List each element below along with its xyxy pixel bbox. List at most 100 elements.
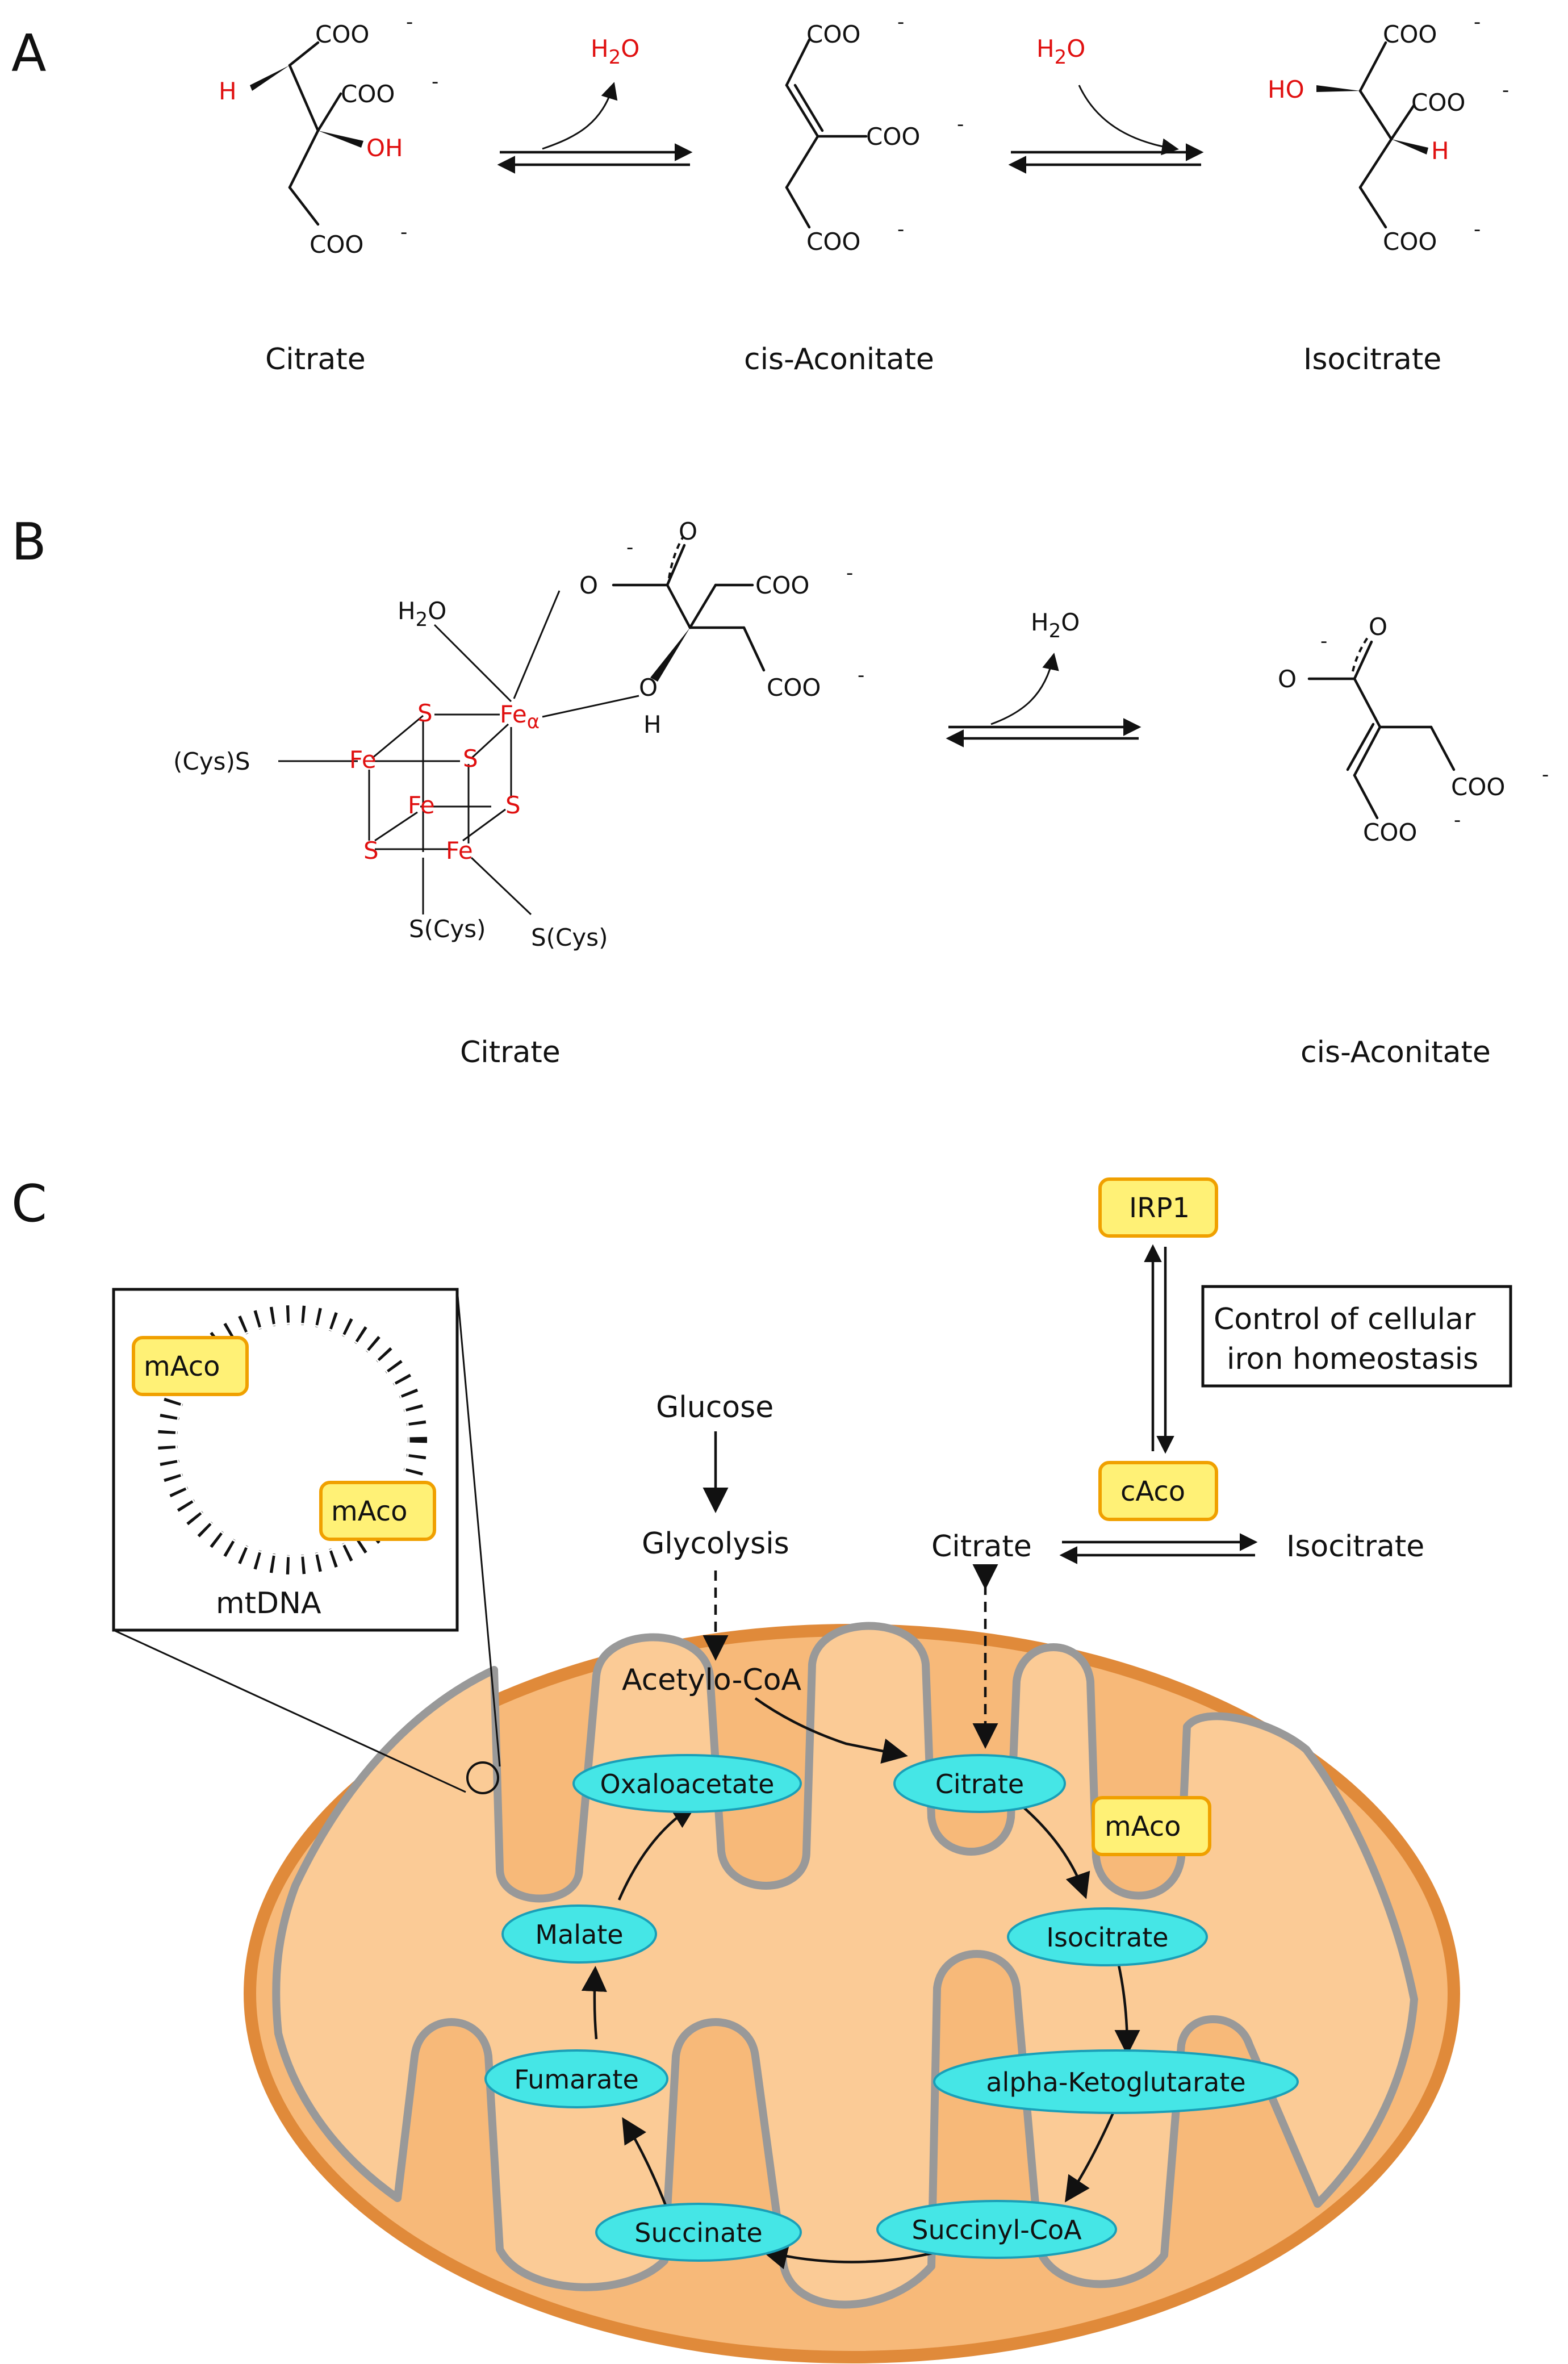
metabolite-fumarate: Fumarate: [484, 2049, 668, 2108]
charge-label: -: [406, 11, 413, 34]
iron-alpha-label: Feα: [500, 700, 540, 733]
acetyl-coa-label: Acetylo-CoA: [622, 1663, 802, 1697]
charge-label: -: [957, 113, 964, 136]
citrate-name-b: Citrate: [460, 1035, 561, 1070]
cytosolic-citrate-label: Citrate: [931, 1530, 1032, 1564]
metabolite-malate: Malate: [501, 1904, 657, 1964]
metabolite-alpha-ketoglutarate: alpha-Ketoglutarate: [933, 2049, 1299, 2114]
metabolite-succinyl-coa: Succinyl-CoA: [876, 2200, 1117, 2259]
coo-label: COO: [1383, 20, 1437, 48]
coo-label: COO: [866, 123, 920, 151]
panel-label-b: B: [11, 512, 47, 572]
panel-label-c: C: [11, 1174, 47, 1234]
svg-text:Control of cellular: Control of cellular: [1214, 1302, 1476, 1336]
cysteine-ligand: S(Cys): [531, 924, 608, 951]
tca-arrows: [581, 1697, 1140, 2270]
svg-text:Succinate: Succinate: [634, 2217, 762, 2248]
equilibrium-arrows-b: [946, 653, 1141, 747]
svg-text:iron homeostasis: iron homeostasis: [1227, 1342, 1478, 1376]
maco-matrix-box: mAco: [1092, 1796, 1211, 1856]
iron-homeostasis-box: Control of cellular iron homeostasis: [1201, 1285, 1512, 1388]
isocitrate-name-a: Isocitrate: [1303, 343, 1441, 377]
maco-label: mAco: [144, 1351, 220, 1383]
svg-text:Oxaloacetate: Oxaloacetate: [600, 1769, 775, 1799]
charge-label: -: [432, 70, 438, 93]
sulfur-label: S: [505, 791, 521, 819]
svg-text:IRP1: IRP1: [1129, 1192, 1190, 1224]
charge-label: -: [1474, 218, 1481, 241]
metabolite-isocitrate: Isocitrate: [1007, 1907, 1208, 1966]
cysteine-ligand: (Cys)S: [173, 747, 250, 775]
mitochondrion: [244, 1622, 1460, 2363]
mtdna-inset: mAco mAco mtDNA: [112, 1288, 501, 1794]
water-label-b: H2O: [1031, 608, 1080, 642]
irp1-caco-equilibrium: [1144, 1244, 1174, 1454]
svg-text:Malate: Malate: [535, 1919, 623, 1950]
svg-text:Citrate: Citrate: [935, 1769, 1024, 1799]
mtdna-ring: [158, 1305, 427, 1574]
svg-text:alpha-Ketoglutarate: alpha-Ketoglutarate: [986, 2067, 1245, 2098]
charge-label: -: [626, 536, 633, 559]
iron-label: Fe: [408, 791, 435, 819]
metabolite-succinate: Succinate: [595, 2203, 802, 2262]
coo-label: COO: [767, 674, 821, 701]
water-ligand: H2O: [398, 597, 446, 631]
charge-label: -: [897, 218, 904, 241]
cytosolic-isocitrate-label: Isocitrate: [1286, 1530, 1424, 1564]
cis-aconitate-structure-a: COO - COO - COO -: [785, 11, 964, 256]
citrate-name-a: Citrate: [265, 343, 366, 377]
cis-aconitate-structure-b: O - O COO - COO -: [1278, 613, 1549, 846]
charge-label: -: [1502, 79, 1509, 102]
svg-text:mAco: mAco: [1105, 1811, 1181, 1843]
citrate-structure-a: COO - COO - H OH COO -: [219, 11, 438, 258]
coo-label: COO: [310, 231, 363, 258]
cysteine-ligand: S(Cys): [409, 915, 486, 943]
equilibrium-arrows-a1: [497, 82, 693, 174]
svg-text:Isocitrate: Isocitrate: [1046, 1922, 1168, 1953]
oxygen-label: O: [1278, 665, 1297, 693]
metabolite-oxaloacetate: Oxaloacetate: [572, 1754, 802, 1813]
oxygen-label: O: [679, 517, 697, 545]
sulfur-label: S: [463, 745, 478, 772]
water-label-a1: H2O: [591, 35, 639, 69]
coo-label: COO: [806, 20, 860, 48]
charge-label: -: [846, 562, 853, 584]
iron-label: Fe: [349, 746, 377, 774]
coo-label: COO: [1411, 89, 1465, 116]
hydroxyl-label: OH: [366, 134, 403, 162]
charge-label: -: [1454, 809, 1461, 832]
svg-text:Succinyl-CoA: Succinyl-CoA: [911, 2215, 1082, 2245]
sulfur-label: S: [417, 699, 433, 727]
hydrogen-label: H: [1431, 137, 1449, 165]
maco-label: mAco: [331, 1496, 408, 1527]
inner-membrane: [272, 1622, 1418, 2309]
oxygen-label: O: [1369, 613, 1387, 641]
isocitrate-structure-a: COO - COO - HO H COO -: [1268, 11, 1509, 256]
hydroxyl-label: HO: [1268, 76, 1304, 103]
coo-label: COO: [755, 571, 809, 599]
water-label-a2: H2O: [1036, 35, 1085, 69]
sulfur-label: S: [363, 837, 379, 864]
hydrogen-label: H: [219, 77, 237, 105]
panel-label-a: A: [11, 24, 47, 83]
metabolite-citrate: Citrate: [893, 1754, 1066, 1813]
charge-label: -: [1474, 11, 1481, 34]
irp1-box: IRP1: [1098, 1177, 1218, 1238]
hydrogen-label: H: [643, 711, 662, 738]
coo-label: COO: [1383, 228, 1437, 256]
svg-text:cAco: cAco: [1120, 1476, 1185, 1507]
charge-label: -: [858, 664, 864, 687]
coo-label: COO: [315, 20, 369, 48]
svg-text:Fumarate: Fumarate: [514, 2064, 639, 2095]
glycolysis-label: Glycolysis: [642, 1527, 789, 1561]
cis-aconitate-name-b: cis-Aconitate: [1301, 1035, 1491, 1070]
glucose-label: Glucose: [656, 1390, 773, 1425]
charge-label: -: [897, 11, 904, 34]
equilibrium-arrows-a2: [1008, 85, 1204, 174]
coo-label: COO: [1363, 818, 1417, 846]
charge-label: -: [400, 221, 407, 244]
coo-label: COO: [806, 228, 860, 256]
mtdna-label: mtDNA: [216, 1586, 321, 1620]
cytosolic-equilibrium: [1059, 1533, 1258, 1564]
